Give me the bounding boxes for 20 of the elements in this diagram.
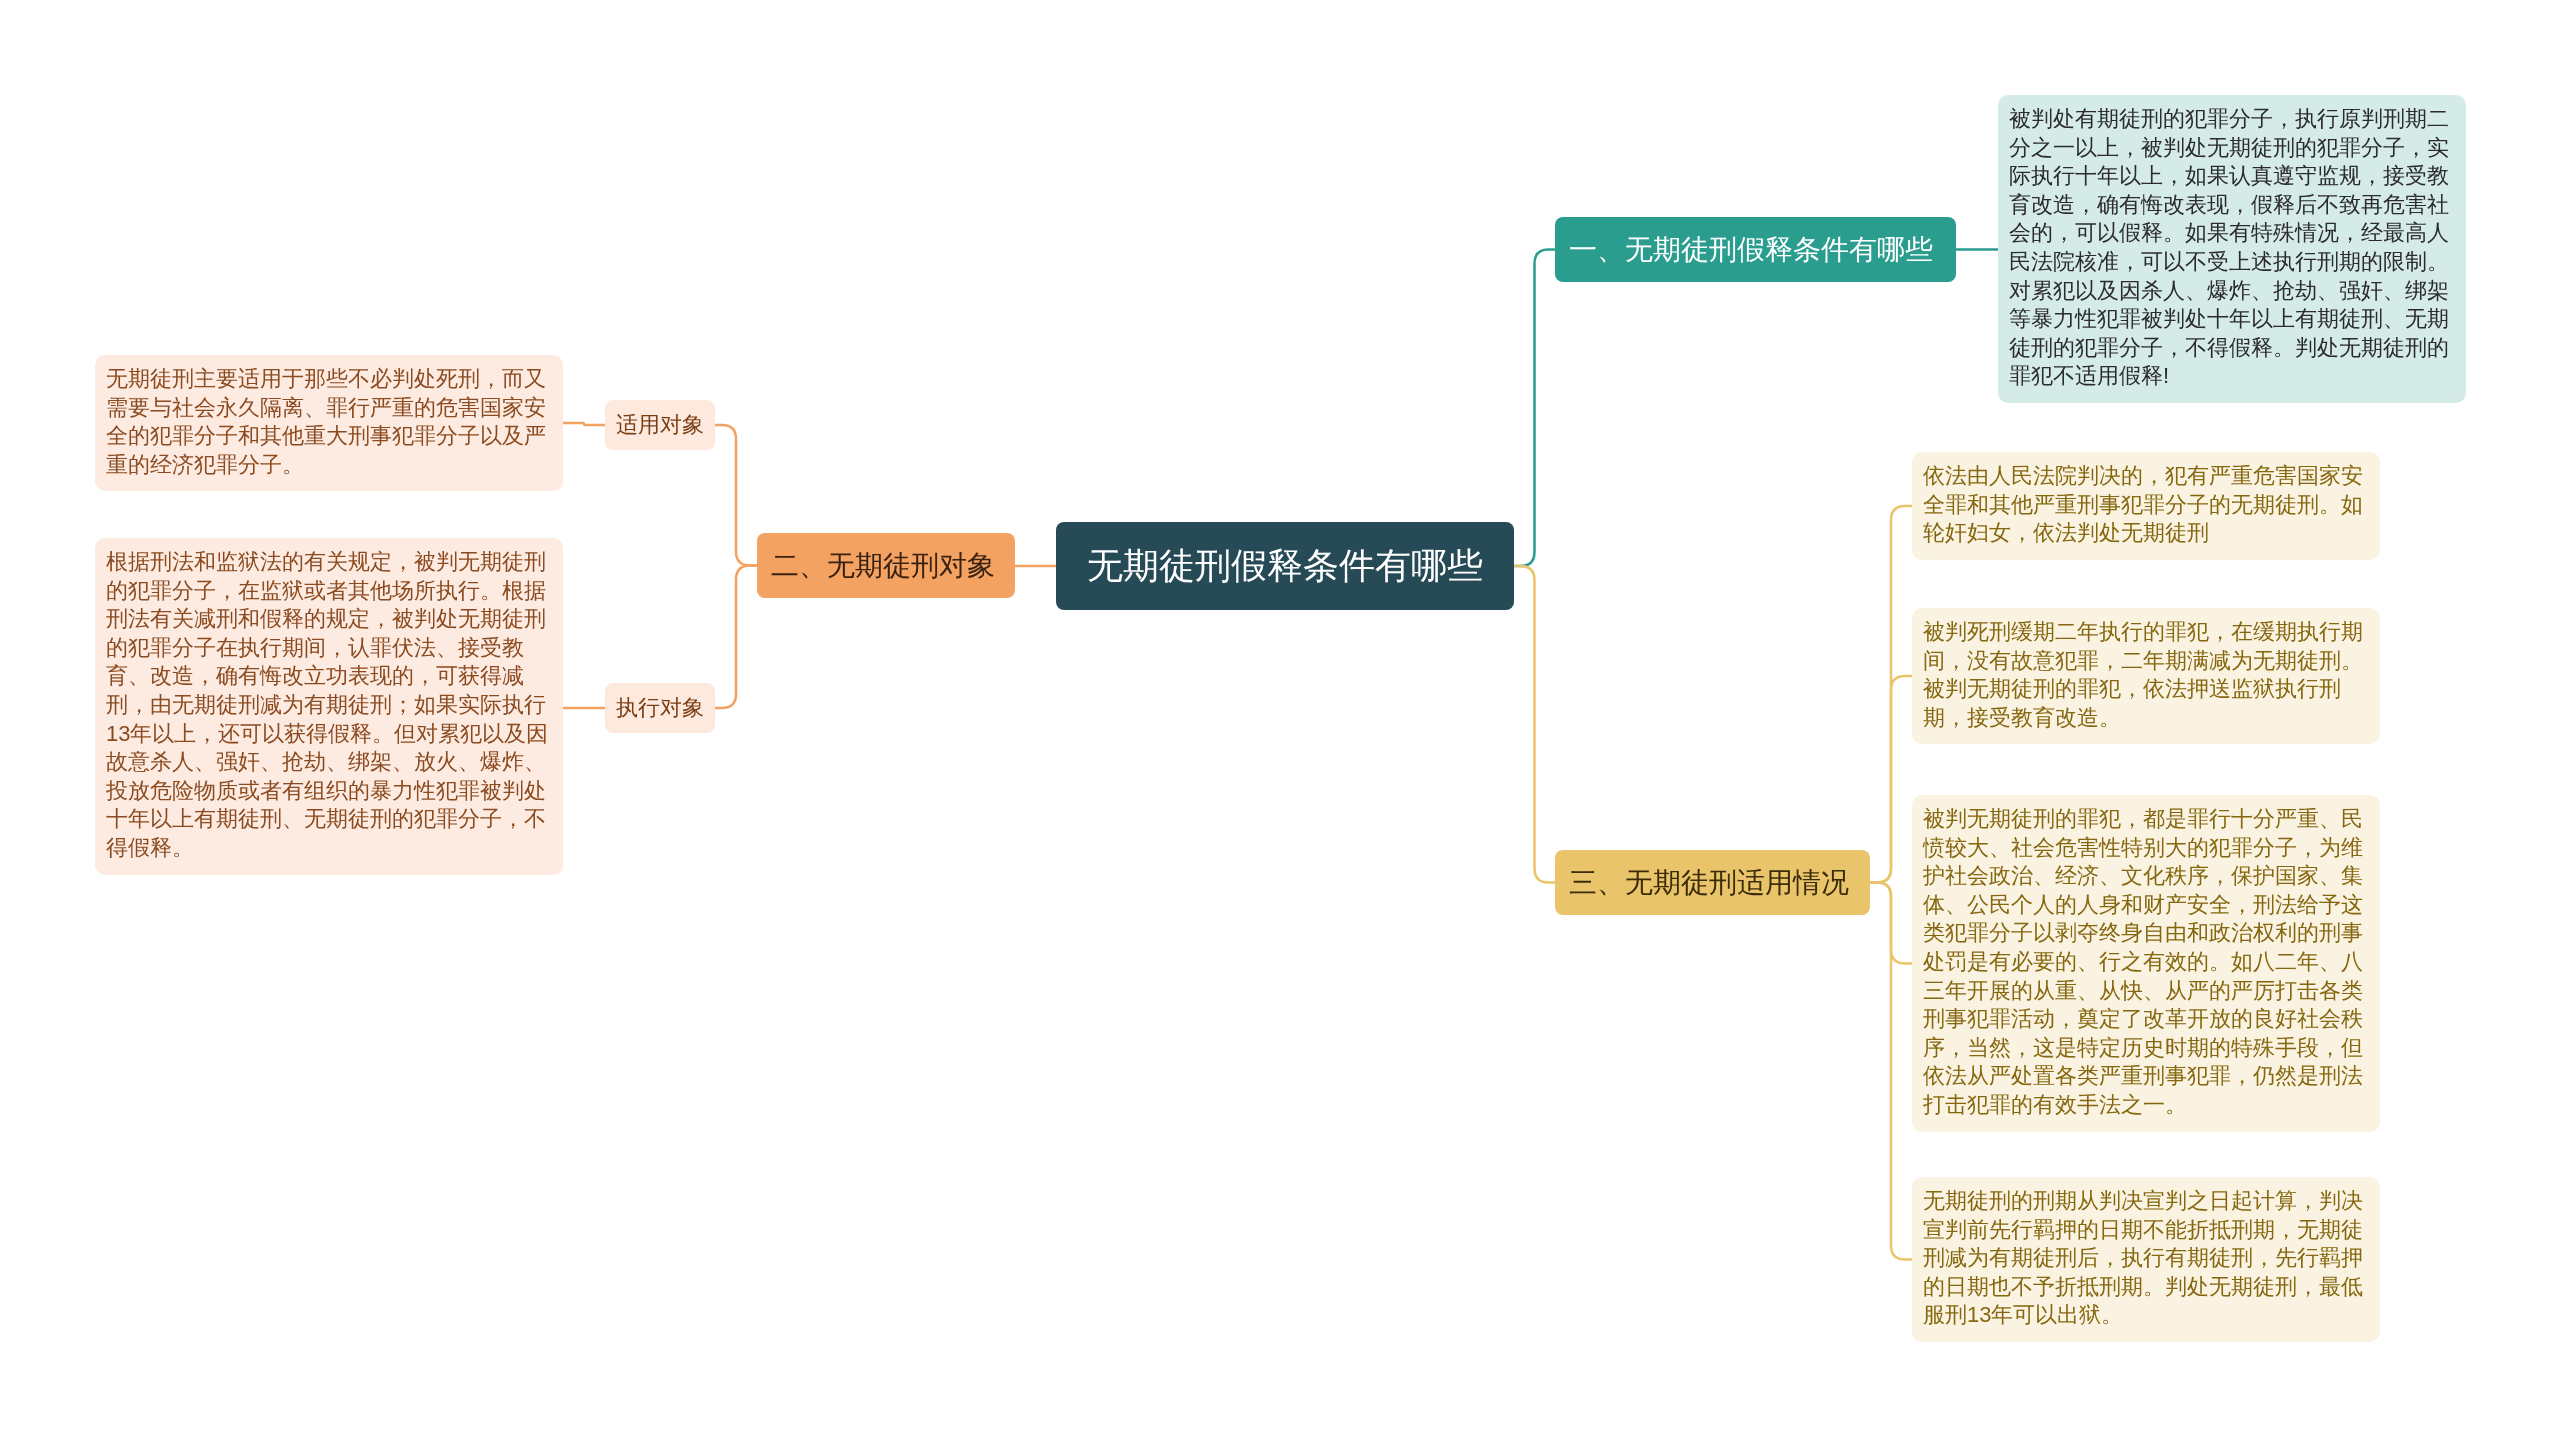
central-topic-box: 无期徒刑假释条件有哪些 [1056, 522, 1514, 610]
connector-line [1514, 564, 1555, 884]
branch-topic-box: 二、无期徒刑对象 [757, 533, 1015, 598]
connector-line [1015, 564, 1056, 568]
detail-note-box: 被判无期徒刑的罪犯，都是罪行十分严重、民愤较大、社会危害性特别大的犯罪分子，为维护社会政治、经济、文化秩序，保护国家、集体、公民个人的人身和财产安全，刑法给予这类犯罪分子以剥夺终身自由和政治权利的刑事处罚是有必要的、行之有效的。如八二年、八三年开展的从重、从快、从严的严厉打击各类刑事犯罪活动，奠定了改革开放的良好社会秩序，当然，这是特定历史时期的特殊手段，但依法从严处置各类严重刑事犯罪，仍然是刑法打击犯罪的有效手法之一。 [1912, 795, 2380, 1132]
detail-note-box: 根据刑法和监狱法的有关规定，被判无期徒刑的犯罪分子，在监狱或者其他场所执行。根据刑法有关减刑和假释的规定，被判处无期徒刑的犯罪分子在执行期间，认罪伏法、接受教育、改造，确有悔改立功表现的，可获得减刑，由无期徒刑减为有期徒刑；如果实际执行13年以上，还可以获得假释。但对累犯以及因故意杀人、强奸、抢劫、绑架、放火、爆炸、投放危险物质或者有组织的暴力性犯罪被判处十年以上有期徒刑、无期徒刑的犯罪分子，不得假释。 [95, 538, 563, 875]
branch-topic-box: 三、无期徒刑适用情况 [1555, 850, 1870, 915]
connector-line [563, 421, 605, 427]
detail-note-box: 被判死刑缓期二年执行的罪犯，在缓期执行期间，没有故意犯罪，二年期满减为无期徒刑。被判无期徒刑的罪犯，依法押送监狱执行刑期，接受教育改造。 [1912, 608, 2380, 745]
connector-line [563, 706, 605, 710]
connector-line [1956, 248, 1998, 251]
connector-line [715, 564, 757, 710]
subtopic-box: 执行对象 [605, 683, 715, 733]
detail-note-box: 无期徒刑的刑期从判决宣判之日起计算，判决宣判前先行羁押的日期不能折抵刑期，无期徒刑减为有期徒刑后，执行有期徒刑，先行羁押的日期也不予折抵刑期。判处无期徒刑，最低服刑13年可以出狱。 [1912, 1177, 2380, 1342]
detail-note-box: 被判处有期徒刑的犯罪分子，执行原判刑期二分之一以上，被判处无期徒刑的犯罪分子，实际执行十年以上，如果认真遵守监规，接受教育改造，确有悔改表现，假释后不致再危害社会的，可以假释。如果有特殊情况，经最高人民法院核准，可以不受上述执行刑期的限制。对累犯以及因杀人、爆炸、抢劫、强奸、绑架等暴力性犯罪被判处十年以上有期徒刑、无期徒刑的犯罪分子，不得假释。判处无期徒刑的罪犯不适用假释! [1998, 95, 2466, 403]
detail-note-box: 依法由人民法院判决的，犯有严重危害国家安全罪和其他严重刑事犯罪分子的无期徒刑。如轮奸妇女，依法判处无期徒刑 [1912, 452, 2380, 560]
detail-note-box: 无期徒刑主要适用于那些不必判处死刑，而又需要与社会永久隔离、罪行严重的危害国家安全的犯罪分子和其他重大刑事犯罪分子以及严重的经济犯罪分子。 [95, 355, 563, 492]
branch-topic-box: 一、无期徒刑假释条件有哪些 [1555, 217, 1956, 282]
connector-line [1870, 881, 1912, 1261]
subtopic-box: 适用对象 [605, 400, 715, 450]
